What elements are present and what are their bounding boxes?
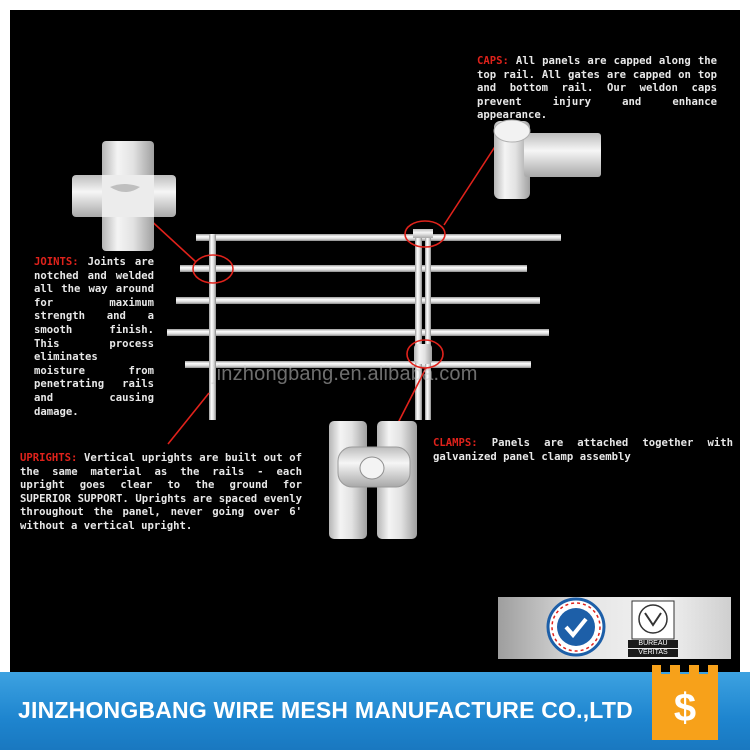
joint-photo-center bbox=[102, 175, 154, 217]
cap-leader bbox=[443, 141, 499, 226]
clamps-label: CLAMPS: bbox=[433, 437, 478, 449]
footer-bar bbox=[0, 672, 750, 750]
clamp-detail bbox=[414, 344, 432, 364]
uprights-description: UPRIGHTS: Vertical uprights are built ou… bbox=[20, 452, 302, 534]
cap-photo-rail bbox=[524, 133, 601, 177]
clamps-text: Panels are attached together with galvan… bbox=[433, 437, 733, 463]
black-panel bbox=[10, 10, 740, 672]
cap-detail bbox=[413, 229, 433, 238]
rail-top bbox=[196, 234, 561, 241]
clamp-leader bbox=[397, 367, 427, 424]
clamp-photo-bolt bbox=[359, 456, 385, 480]
upright-center-b bbox=[425, 236, 431, 420]
certification-strip bbox=[498, 597, 731, 659]
company-name: JINZHONGBANG WIRE MESH MANUFACTURE CO.,L… bbox=[18, 697, 633, 723]
bv-label-1: BUREAU bbox=[628, 640, 678, 648]
uprights-text: Vertical uprights are built out of the s… bbox=[20, 452, 302, 532]
watermark: jinzhongbang.en.alibaba.com bbox=[212, 363, 478, 385]
rail-4 bbox=[167, 329, 549, 336]
clamp-photo bbox=[329, 421, 417, 539]
fence-uprights bbox=[209, 229, 433, 420]
joint-photo bbox=[72, 141, 176, 251]
joint-weld bbox=[110, 184, 140, 192]
caps-text: All panels are capped along the top rail… bbox=[477, 55, 717, 122]
dollar-icon: $ bbox=[673, 686, 697, 730]
cap-marker bbox=[404, 220, 446, 248]
callout-markers bbox=[133, 141, 499, 445]
upright-left bbox=[209, 234, 216, 420]
rail-bottom bbox=[185, 361, 531, 368]
rail-3 bbox=[176, 297, 540, 304]
upright-leader bbox=[167, 392, 210, 445]
joints-text: Joints are notched and welded all the wa… bbox=[34, 256, 154, 418]
joints-description: JOINTS: Joints are notched and welded al… bbox=[34, 256, 154, 419]
cap-photo-top bbox=[493, 119, 531, 143]
bv-label-2: VERITAS bbox=[628, 649, 678, 657]
cap-photo bbox=[493, 119, 601, 199]
caps-description: CAPS: All panels are capped along the to… bbox=[477, 55, 717, 123]
joints-label: JOINTS: bbox=[34, 256, 79, 268]
uprights-label: UPRIGHTS: bbox=[20, 452, 78, 464]
rail-2 bbox=[180, 265, 527, 272]
caps-label: CAPS: bbox=[477, 55, 509, 67]
upright-center-a bbox=[415, 230, 422, 420]
joint-marker bbox=[192, 254, 234, 284]
fence-rails bbox=[167, 234, 561, 368]
clamps-description: CLAMPS: Panels are attached together wit… bbox=[433, 437, 733, 464]
clamp-marker bbox=[406, 339, 444, 369]
